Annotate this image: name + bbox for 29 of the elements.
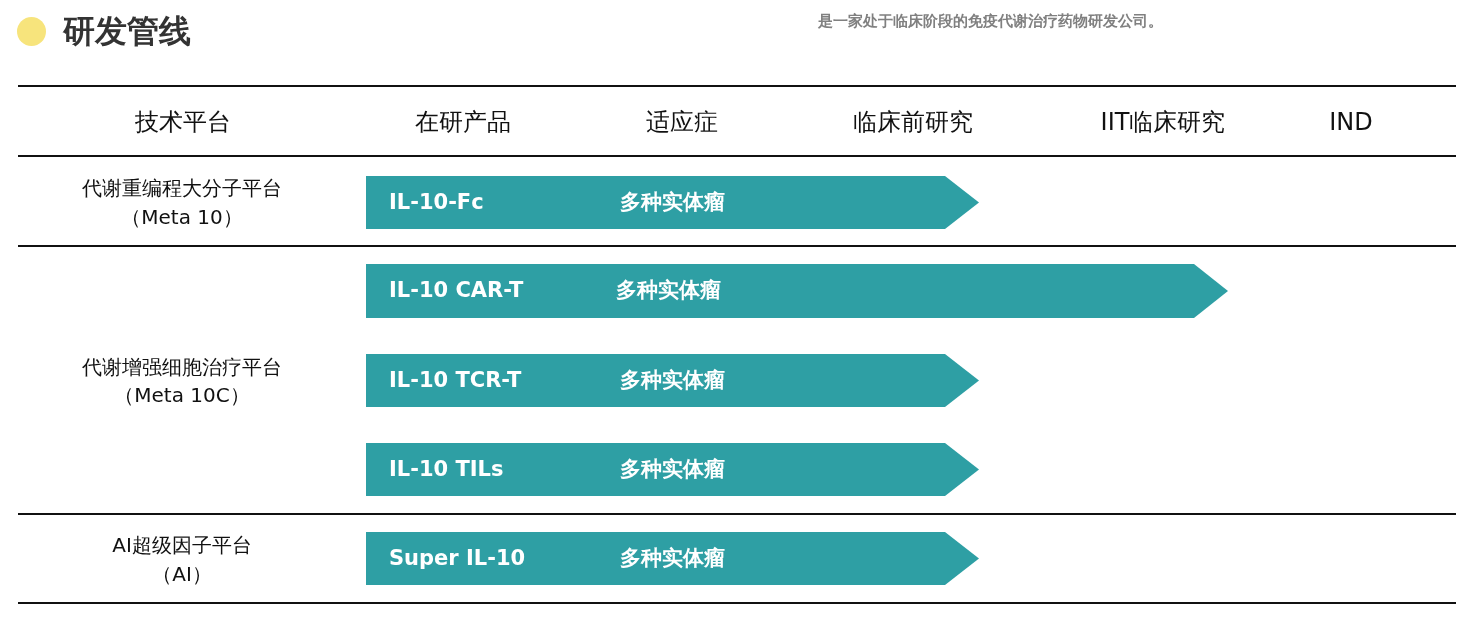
pipeline-arrow-bar [366, 354, 979, 407]
platform-code: （AI） [152, 563, 212, 585]
indication-text: 多种实体瘤 [616, 279, 721, 303]
pipeline-arrow-bar [366, 532, 979, 585]
column-header: 临床前研究 [853, 108, 973, 136]
note-text: 是一家处于临床阶段的免疫代谢治疗药物研发公司。 [818, 12, 1163, 30]
column-header: 技术平台 [135, 108, 231, 136]
indication-text: 多种实体瘤 [620, 457, 725, 482]
platform-name: 代谢增强细胞治疗平台 [82, 356, 282, 378]
column-header: 在研产品 [415, 108, 511, 136]
column-header: 适应症 [646, 108, 718, 136]
product-name: IL-10 TCR-T [389, 368, 522, 393]
platform-code: （Meta 10C） [114, 384, 250, 406]
platform-name: 代谢重编程大分子平台 [82, 177, 282, 199]
indication-text: 多种实体瘤 [620, 368, 725, 393]
product-name: IL-10 CAR-T [389, 279, 524, 303]
product-name: IL-10-Fc [389, 190, 484, 215]
platform-code: （Meta 10） [121, 206, 243, 228]
pipeline-arrow-bar [366, 443, 979, 496]
page-title: 研发管线 [63, 12, 191, 51]
indication-text: 多种实体瘤 [620, 190, 725, 215]
platform-name: AI超级因子平台 [112, 534, 252, 556]
product-name: Super IL-10 [389, 546, 526, 571]
column-header: IND [1329, 108, 1373, 136]
product-name: IL-10 TILs [389, 457, 504, 482]
indication-text: 多种实体瘤 [620, 546, 725, 571]
column-header: IIT临床研究 [1100, 108, 1226, 136]
pipeline-arrow-bar [366, 264, 1228, 318]
pipeline-arrow-bar [366, 176, 979, 229]
